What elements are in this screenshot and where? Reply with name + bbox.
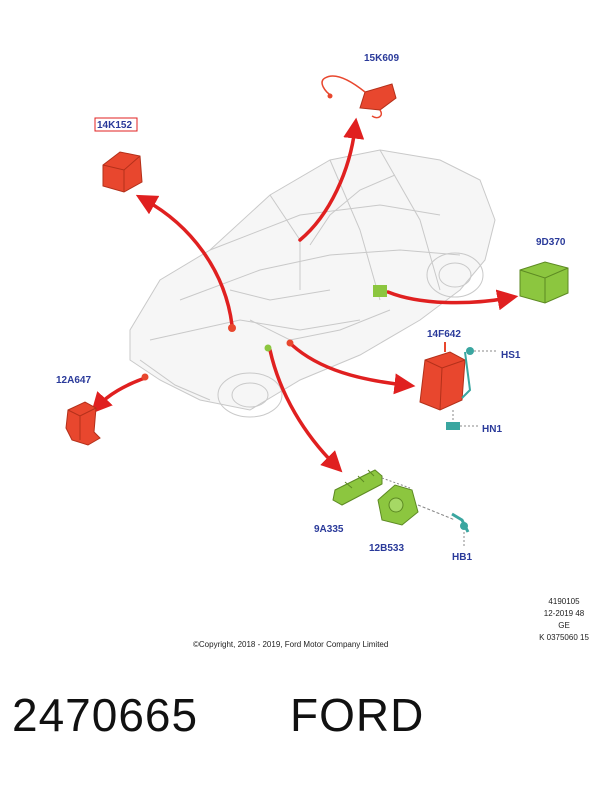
label-HB1: HB1 — [452, 552, 472, 563]
arrow-to-14F642 — [290, 343, 416, 395]
part-HN1-icon — [446, 410, 478, 430]
location-marker-14K152 — [228, 324, 236, 332]
label-14K152: 14K152 — [97, 120, 132, 131]
label-12B533: 12B533 — [369, 543, 404, 554]
part-14F642-icon — [419, 342, 466, 411]
part-9D370-icon — [519, 261, 569, 304]
label-14F642: 14F642 — [427, 329, 461, 340]
copyright-notice: ©Copyright, 2018 - 2019, Ford Motor Comp… — [193, 640, 389, 649]
location-marker-12A647 — [141, 373, 149, 381]
part-9A335-icon — [332, 469, 411, 506]
arrow-to-15K609 — [298, 117, 365, 242]
brand-name: FORD — [290, 689, 425, 741]
part-12A647-icon — [65, 401, 101, 446]
parts-diagram: 14K152 15K609 9D370 14F642 HS1 HN1 12A64… — [56, 53, 569, 563]
part-15K609-icon — [321, 75, 397, 119]
location-marker-14F642 — [286, 339, 294, 347]
part-HB1-icon — [451, 512, 470, 548]
reference-line-2: 12-2019 48 — [543, 609, 585, 618]
arrow-to-9D370 — [386, 289, 519, 311]
reference-line-3: GE — [558, 621, 570, 630]
label-box-14K152 — [94, 117, 138, 132]
arrow-to-14K152 — [135, 194, 234, 327]
label-9D370: 9D370 — [536, 237, 566, 248]
location-marker-9A335 — [264, 344, 272, 352]
part-number: 2470665 — [12, 689, 199, 741]
location-marker-9D370 — [373, 285, 387, 297]
callout-arrows — [90, 117, 519, 473]
label-HN1: HN1 — [482, 424, 502, 435]
reference-line-1: 4190105 — [548, 597, 580, 606]
label-HS1: HS1 — [501, 350, 521, 361]
label-12A647: 12A647 — [56, 375, 91, 386]
part-14K152-icon — [102, 151, 143, 193]
part-HS1-icon — [461, 347, 496, 399]
label-9A335: 9A335 — [314, 524, 344, 535]
diagram-reference-block: 4190105 12-2019 48 GE K 0375060 15 — [530, 596, 598, 644]
arrow-to-12A647 — [90, 376, 147, 414]
label-15K609: 15K609 — [364, 53, 399, 64]
arrow-to-9A335 — [268, 348, 343, 473]
reference-line-4: K 0375060 15 — [539, 633, 589, 642]
part-12B533-icon — [377, 484, 456, 526]
